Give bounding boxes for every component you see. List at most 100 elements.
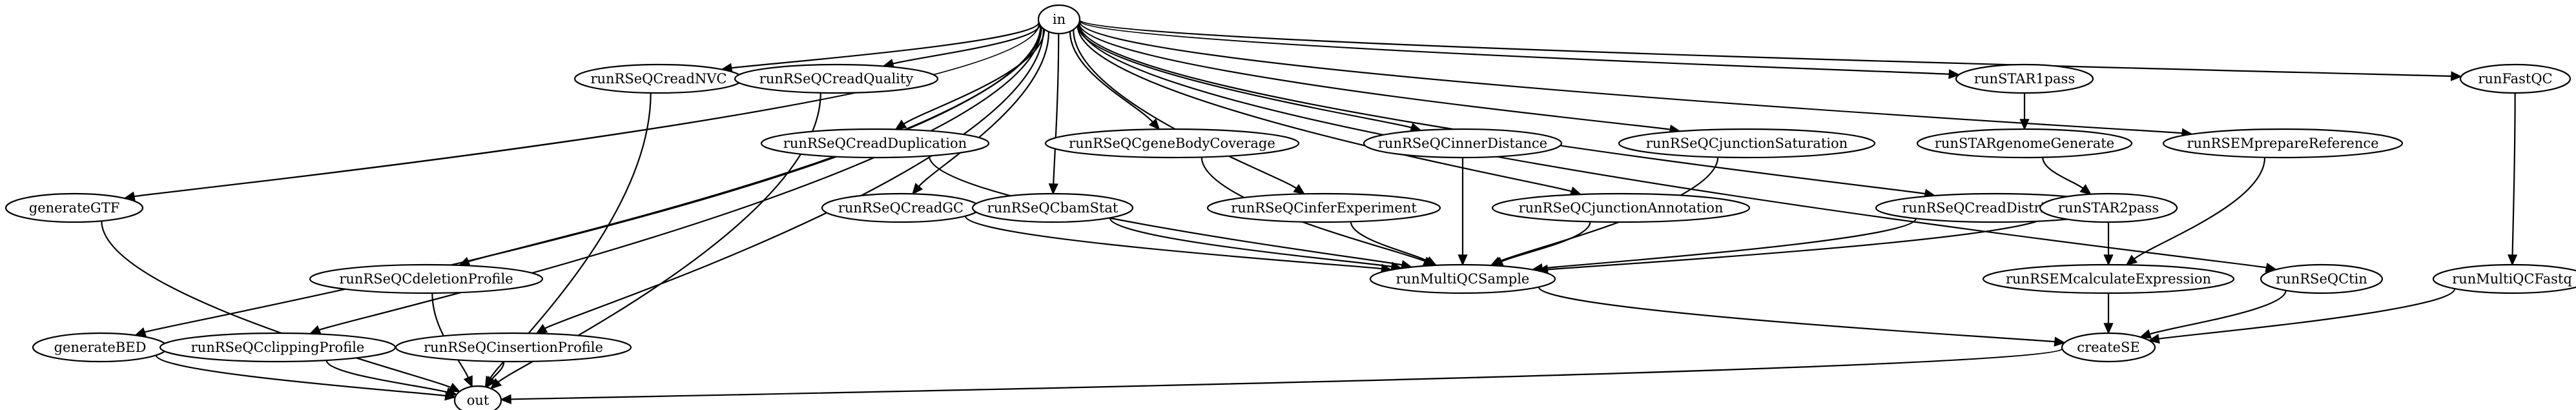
node-label: runSTARgenomeGenerate — [1935, 136, 2114, 151]
edge-line — [964, 216, 1382, 270]
edge-line — [1073, 29, 1297, 189]
node-runSTAR1pass: runSTAR1pass — [1955, 63, 2094, 94]
arrowhead — [2450, 71, 2462, 81]
node-ellipse — [2039, 192, 2178, 223]
arrowhead — [463, 375, 473, 388]
edge-line — [510, 348, 2063, 400]
edge-in-to-runRSeQCreadNVC — [720, 22, 1040, 73]
node-runRSeQCtin: runRSeQCtin — [2260, 263, 2384, 294]
arrowhead — [1293, 183, 1306, 195]
edge-line — [1078, 19, 2452, 77]
edge-runRSeQCclippingProfile-to-out — [325, 360, 458, 397]
arrowhead — [445, 387, 458, 397]
edge-in-to-runRSeQCreadDuplication — [894, 29, 1046, 130]
node-label: runRSeQCtin — [2276, 271, 2367, 287]
edge-line — [892, 24, 1041, 65]
node-runSTAR2pass: runSTAR2pass — [2039, 192, 2178, 223]
node-ellipse — [734, 63, 939, 94]
edge-runMultiQCFastq-to-createSE — [2148, 288, 2456, 344]
node-ellipse — [2061, 332, 2156, 363]
edge-line — [1350, 221, 1428, 262]
node-label: runRSeQCreadQuality — [759, 71, 914, 87]
arrowhead — [1458, 254, 1468, 266]
arrowhead — [1948, 69, 1961, 79]
edge-line — [2149, 290, 2287, 335]
node-label: runSTAR2pass — [2058, 200, 2159, 216]
arrowhead — [2079, 184, 2092, 195]
edge-line — [1069, 31, 1153, 123]
edge-layer — [101, 19, 2518, 404]
node-ellipse — [2260, 263, 2384, 294]
arrowhead — [2103, 254, 2114, 266]
edge-line — [1538, 286, 2056, 343]
edge-line — [155, 354, 446, 397]
edge-line — [468, 26, 1042, 263]
node-label: runRSeQCdeletionProfile — [339, 271, 513, 287]
node-label: in — [1053, 12, 1066, 27]
node-label: createSE — [2077, 340, 2139, 355]
node-ellipse — [1955, 63, 2094, 94]
node-label: runRSeQCjunctionSaturation — [1646, 136, 1848, 151]
node-ellipse — [1037, 4, 1081, 35]
edge-line — [489, 92, 652, 379]
arrowhead — [484, 375, 495, 388]
node-ellipse — [2432, 263, 2576, 294]
edge-runRSeQCtin-to-createSE — [2139, 290, 2287, 339]
arrowhead — [2148, 334, 2160, 344]
edge-in-to-runFastQC — [1078, 19, 2462, 81]
edge-line — [1109, 217, 1392, 268]
arrowhead — [535, 323, 548, 334]
node-label: runRSeQCgeneBodyCoverage — [1069, 136, 1275, 151]
edge-in-to-runRSeQCreadGC — [912, 32, 1050, 195]
node-label: runSTAR1pass — [1974, 71, 2075, 87]
node-runRSeQCinsertionProfile: runRSeQCinsertionProfile — [395, 332, 632, 363]
arrowhead — [2507, 254, 2518, 266]
node-ellipse — [1369, 263, 1556, 294]
node-label: runRSeQCinnerDistance — [1378, 136, 1547, 151]
node-label: runRSeQCreadNVC — [590, 71, 726, 87]
edge-line — [1078, 19, 1950, 75]
edge-line — [1547, 214, 2049, 271]
node-label: runRSeQCreadGC — [838, 200, 963, 216]
arrowhead — [2139, 329, 2152, 339]
edge-line — [318, 26, 1042, 331]
node-label: runRSeQCreadDuplication — [783, 136, 967, 151]
node-label: generateGTF — [29, 200, 120, 216]
edge-line — [1541, 218, 1917, 269]
node-ellipse — [453, 385, 502, 410]
node-runRSEMprepareReference: runRSEMprepareReference — [2162, 128, 2404, 159]
arrowhead — [2019, 119, 2030, 130]
node-generateGTF: generateGTF — [5, 192, 144, 223]
edge-line — [1200, 157, 1426, 262]
edge-runRSeQCinnerDistance-to-runMultiQCSample — [1458, 158, 1468, 266]
edge-runRSeQCreadNVC-to-out — [484, 92, 652, 388]
node-runFastQC: runFastQC — [2459, 63, 2571, 94]
node-ellipse — [971, 192, 1134, 223]
node-ellipse — [395, 332, 632, 363]
node-runRSeQCinferExperiment: runRSeQCinferExperiment — [1206, 192, 1441, 223]
edge-line — [731, 22, 1040, 69]
node-label: runRSeQCinsertionProfile — [424, 340, 603, 355]
edge-line — [134, 23, 1040, 198]
arrowhead — [2103, 323, 2114, 334]
node-runRSeQCinnerDistance: runRSeQCinnerDistance — [1363, 128, 1563, 159]
node-ellipse — [760, 128, 990, 159]
node-label: runRSeQCjunctionAnnotation — [1519, 200, 1724, 216]
edge-line — [101, 221, 451, 389]
edge-runMultiQCSample-to-createSE — [1538, 286, 2066, 347]
arrowhead — [2125, 254, 2138, 266]
edge-runSTARgenomeGenerate-to-runSTAR2pass — [2042, 157, 2092, 195]
edge-runRSEMprepareReference-to-runRSEMcalculateExpression — [2125, 157, 2266, 266]
edge-line — [1078, 21, 2183, 134]
edge-line — [918, 32, 1050, 187]
node-label: runFastQC — [2478, 71, 2552, 87]
node-label: runRSeQCinferExperiment — [1231, 200, 1417, 216]
arrowhead — [2054, 336, 2066, 347]
node-runRSeQCclippingProfile: runRSeQCclippingProfile — [159, 332, 397, 363]
node-runSTARgenomeGenerate: runSTARgenomeGenerate — [1916, 128, 2133, 159]
node-ellipse — [2162, 128, 2404, 159]
node-runRSeQCdeletionProfile: runRSeQCdeletionProfile — [309, 263, 544, 294]
edge-in-to-runRSeQCgeneBodyCoverage — [1069, 31, 1160, 130]
edge-line — [2134, 157, 2266, 260]
